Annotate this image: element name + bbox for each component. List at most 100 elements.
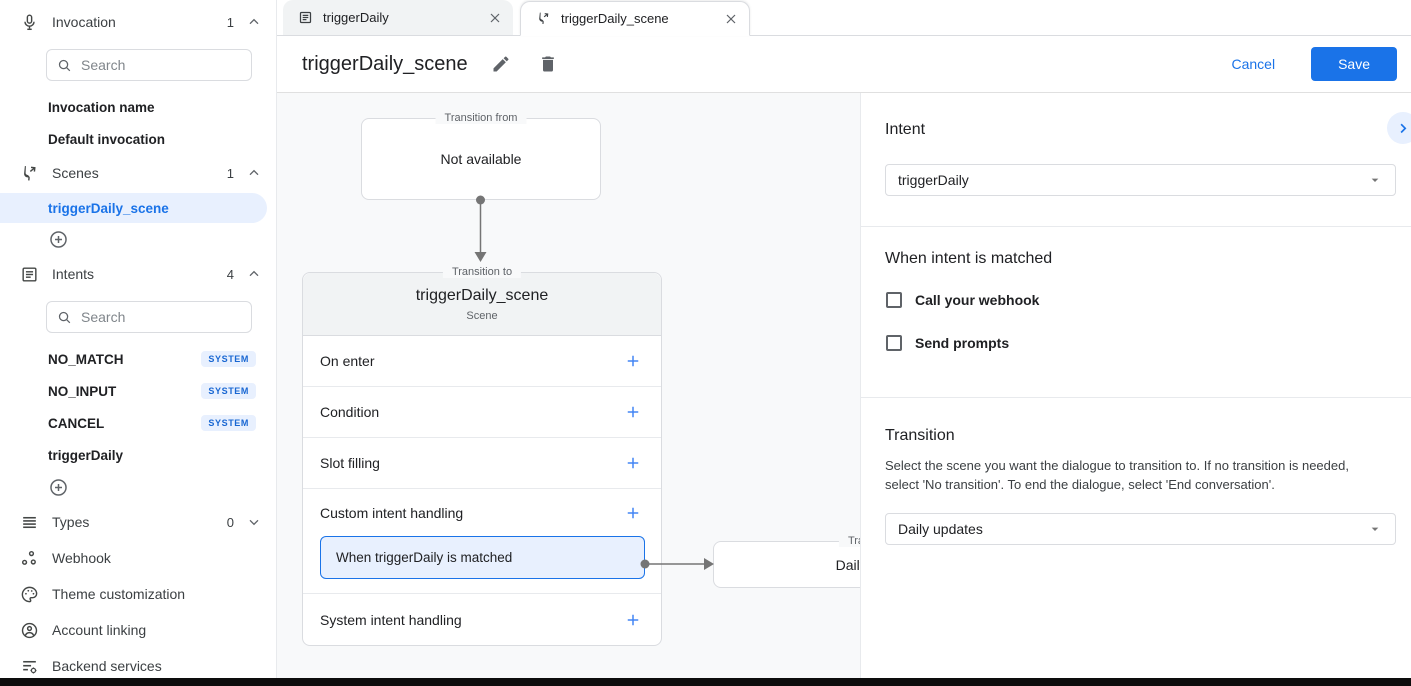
checkbox-label: Call your webhook	[915, 292, 1040, 308]
search-icon	[58, 59, 71, 71]
sidebar-item-triggerdaily-scene[interactable]: triggerDaily_scene	[0, 193, 267, 223]
cancel-button[interactable]: Cancel	[1231, 56, 1276, 72]
plus-icon	[627, 457, 639, 469]
invocation-search-input[interactable]	[81, 57, 241, 73]
system-badge: SYSTEM	[201, 383, 256, 399]
pencil-icon	[493, 56, 509, 72]
tab-triggerdaily[interactable]: triggerDaily	[283, 0, 513, 35]
collapse-panel-button[interactable]	[1387, 112, 1411, 144]
add-on-enter-button[interactable]	[622, 350, 644, 372]
add-custom-intent-button[interactable]	[622, 502, 644, 524]
intent-handler-when-triggerdaily-matched[interactable]: When triggerDaily is matched	[320, 536, 645, 579]
close-icon[interactable]	[487, 10, 503, 26]
section-label: Intents	[52, 266, 95, 282]
trash-icon	[541, 56, 554, 72]
sidebar-item-account-linking[interactable]: Account linking	[0, 612, 276, 648]
chevron-up-icon	[246, 266, 262, 282]
add-circle-icon	[50, 479, 67, 496]
item-label: Default invocation	[48, 131, 166, 147]
sidebar-item-backend-services[interactable]: Backend services	[0, 648, 276, 678]
sidebar-item-cancel[interactable]: CANCEL SYSTEM	[0, 407, 276, 439]
sidebar-section-intents[interactable]: Intents 4	[0, 256, 276, 292]
section-label: Invocation	[52, 14, 116, 30]
link-label: Backend services	[52, 658, 162, 674]
intents-search-input[interactable]	[81, 309, 241, 325]
plus-icon	[627, 614, 639, 625]
when-intent-matched-heading: When intent is matched	[885, 250, 1053, 267]
item-label: triggerDaily	[48, 447, 124, 463]
sidebar-item-theme-customization[interactable]: Theme customization	[0, 576, 276, 612]
divider	[861, 397, 1411, 398]
content: Transition from Not available Transition…	[277, 93, 1411, 678]
sidebar-item-invocation-name[interactable]: Invocation name	[0, 91, 276, 123]
tab-label: triggerDaily	[323, 10, 389, 25]
page-title: triggerDaily_scene	[302, 52, 468, 75]
item-label: Invocation name	[48, 99, 155, 115]
chevron-down-icon	[246, 514, 262, 530]
sidebar-item-triggerdaily[interactable]: triggerDaily	[0, 439, 276, 471]
section-count: 1	[226, 165, 234, 181]
sidebar-item-webhook[interactable]: Webhook	[0, 540, 276, 576]
intents-icon	[298, 10, 313, 25]
system-badge: SYSTEM	[201, 351, 256, 367]
microphone-icon	[20, 13, 39, 32]
sidebar-item-default-invocation[interactable]: Default invocation	[0, 123, 276, 155]
add-intent-button[interactable]	[0, 471, 276, 504]
invocation-search	[46, 49, 252, 81]
next-scene-node[interactable]: Transition to Daily updates	[713, 535, 860, 588]
intent-select[interactable]: triggerDaily	[885, 164, 1396, 196]
add-condition-button[interactable]	[622, 401, 644, 423]
caret-down-icon	[1367, 172, 1383, 188]
next-scene-legend: Transition to	[838, 535, 860, 547]
add-scene-button[interactable]	[0, 223, 276, 256]
link-label: Theme customization	[52, 586, 186, 602]
intent-select-value: triggerDaily	[898, 172, 969, 188]
caret-down-icon	[1367, 521, 1383, 537]
tab-triggerdaily-scene[interactable]: triggerDaily_scene	[520, 1, 750, 36]
transition-from-legend: Transition from	[435, 112, 527, 124]
item-label: NO_INPUT	[48, 383, 117, 399]
row-label: Slot filling	[320, 455, 380, 471]
scene-row-condition: Condition	[303, 387, 661, 438]
section-label: Types	[52, 514, 90, 530]
bottom-bar	[0, 678, 1411, 686]
scene-node: Transition to triggerDaily_scene Scene O…	[302, 266, 662, 646]
section-label: Scenes	[52, 165, 99, 181]
handler-label: When triggerDaily is matched	[336, 550, 513, 565]
link-label: Webhook	[52, 550, 111, 566]
add-circle-icon	[50, 231, 67, 248]
section-count: 4	[226, 266, 234, 282]
close-icon[interactable]	[723, 11, 739, 27]
row-label: System intent handling	[320, 611, 462, 628]
sidebar-item-no-match[interactable]: NO_MATCH SYSTEM	[0, 343, 276, 375]
page-header: triggerDaily_scene Cancel Save	[277, 36, 1411, 93]
intent-detail-panel: Intent triggerDaily When intent is match…	[860, 93, 1411, 678]
send-prompts-checkbox[interactable]	[886, 335, 902, 351]
add-system-intent-button[interactable]	[622, 609, 644, 631]
chevron-up-icon	[246, 165, 262, 181]
scene-canvas[interactable]: Transition from Not available Transition…	[277, 93, 860, 678]
add-slot-filling-button[interactable]	[622, 452, 644, 474]
intent-heading: Intent	[885, 121, 926, 138]
section-count: 1	[226, 14, 234, 30]
intents-icon	[20, 265, 39, 284]
row-label: Custom intent handling	[320, 504, 464, 521]
save-button[interactable]: Save	[1311, 47, 1397, 81]
divider	[861, 226, 1411, 227]
call-webhook-option[interactable]: Call your webhook	[886, 292, 1411, 308]
sidebar-section-scenes[interactable]: Scenes 1	[0, 155, 276, 191]
scenes-icon	[20, 164, 39, 183]
send-prompts-option[interactable]: Send prompts	[886, 335, 1411, 351]
sidebar-item-no-input[interactable]: NO_INPUT SYSTEM	[0, 375, 276, 407]
sidebar-section-invocation[interactable]: Invocation 1	[0, 4, 276, 40]
transition-from-box: Transition from Not available	[361, 112, 601, 200]
call-webhook-checkbox[interactable]	[886, 292, 902, 308]
transition-select[interactable]: Daily updates	[885, 512, 1396, 545]
delete-button[interactable]	[534, 50, 562, 78]
row-label: On enter	[320, 353, 375, 369]
edit-button[interactable]	[487, 50, 515, 78]
transition-heading: Transition	[885, 427, 955, 444]
sidebar-section-types[interactable]: Types 0	[0, 504, 276, 540]
